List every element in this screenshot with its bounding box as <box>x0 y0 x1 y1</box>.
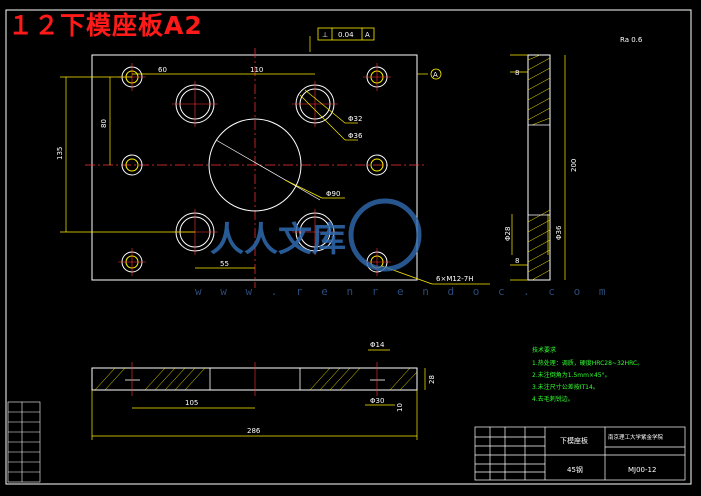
tolerance-datum: A <box>365 31 370 39</box>
tolerance-val: 0.04 <box>338 31 354 39</box>
dim-text: 135 <box>56 147 64 160</box>
tech-note: 2.未注倒角为1.5mm×45°。 <box>532 371 611 379</box>
drawing-title: １２下模座板A2 <box>8 11 203 40</box>
section-view <box>91 349 426 440</box>
dim-text: Φ30 <box>370 397 384 405</box>
part-name: 下模座板 <box>560 436 588 445</box>
dim-text: Φ32 <box>348 115 362 123</box>
threaded-hole <box>366 154 388 176</box>
tolerance-frame <box>317 27 375 41</box>
dim-text: 286 <box>247 427 261 435</box>
plate-outline <box>91 54 418 281</box>
tech-note: 3.未注尺寸公差按IT14。 <box>532 383 599 391</box>
tech-note: 1.热处理：调质，硬度HRC28~32HRC。 <box>532 359 643 367</box>
dim-text: 10 <box>396 403 404 412</box>
drawing-border <box>5 9 692 485</box>
top-view <box>60 27 490 288</box>
threaded-hole <box>121 154 143 176</box>
dim-text: Φ90 <box>326 190 340 198</box>
school-name: 南京理工大学紫金学院 <box>608 433 664 441</box>
dim-text: Φ36 <box>555 225 563 240</box>
datum-symbol <box>430 68 442 80</box>
watermark-logo-ring <box>348 198 422 272</box>
dim-text: 28 <box>428 375 436 384</box>
dim-text: 55 <box>220 260 229 268</box>
dim-text: Φ28 <box>504 227 512 241</box>
dim-text: 60 <box>158 66 167 74</box>
tolerance-sym: ⊥ <box>322 31 328 39</box>
roughness-note: Ra 0.6 <box>620 36 643 44</box>
tech-notes-title: 技术要求 <box>532 346 556 354</box>
watermark-url: w w w . r e n r e n d o c . c o m <box>195 285 612 298</box>
drawing-number: MJ00-12 <box>628 466 656 474</box>
watermark-logo-text: 人人文库 <box>210 220 346 260</box>
side-view <box>510 54 566 281</box>
dim-text: 8 <box>515 257 519 265</box>
left-revision-block <box>7 401 41 483</box>
dim-text: Φ14 <box>370 341 385 349</box>
center-hole <box>208 118 302 212</box>
tech-note: 4.去毛刺锐边。 <box>532 395 574 403</box>
dim-text: 105 <box>185 399 198 407</box>
dim-text: 8 <box>515 69 519 77</box>
title-block <box>474 426 686 481</box>
dim-text: Φ36 <box>348 132 363 140</box>
datum-label: A <box>433 71 438 79</box>
dim-text: 6×M12-7H <box>436 275 474 283</box>
material: 45钢 <box>567 465 583 474</box>
dim-text: 80 <box>100 119 108 128</box>
dim-text: 110 <box>250 66 263 74</box>
dim-text: 200 <box>570 159 578 172</box>
